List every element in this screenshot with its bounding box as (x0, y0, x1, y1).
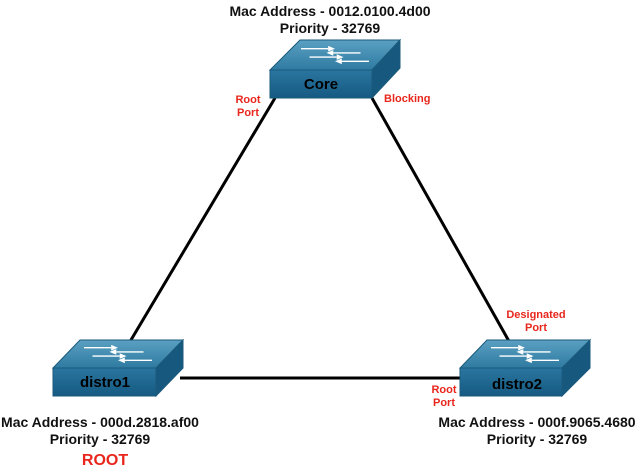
distro2-switch-icon[interactable]: distro2 (458, 338, 592, 398)
distro2-switch-label: distro2 (492, 376, 542, 393)
core-mac-address: Mac Address - 0012.0100.4d00 (229, 3, 431, 19)
core-root-port-label: Root Port (235, 94, 261, 119)
distro2-priority: Priority - 32769 (486, 431, 588, 447)
core-switch-label: Core (304, 76, 338, 93)
distro2-info: Mac Address - 000f.9065.4680 Priority - … (434, 414, 640, 448)
distro2-designated-port-label: Designated Port (506, 309, 566, 334)
core-priority: Priority - 32769 (279, 20, 381, 36)
distro1-info: Mac Address - 000d.2818.af00 Priority - … (0, 414, 200, 448)
core-info: Mac Address - 0012.0100.4d00 Priority - … (210, 3, 450, 37)
distro1-switch-label: distro1 (80, 374, 130, 391)
root-bridge-badge: ROOT (81, 452, 129, 469)
distro2-root-port-label: Root Port (431, 384, 457, 409)
distro1-priority: Priority - 32769 (49, 431, 151, 447)
core-blocking-port-label: Blocking (384, 93, 431, 105)
distro2-mac-address: Mac Address - 000f.9065.4680 (438, 414, 636, 430)
distro1-switch-icon[interactable]: distro1 (51, 338, 185, 398)
distro1-mac-address: Mac Address - 000d.2818.af00 (1, 414, 199, 430)
core-switch-icon[interactable]: Core (268, 38, 402, 100)
link-core-distro1 (126, 97, 277, 346)
link-core-distro2 (370, 97, 512, 344)
